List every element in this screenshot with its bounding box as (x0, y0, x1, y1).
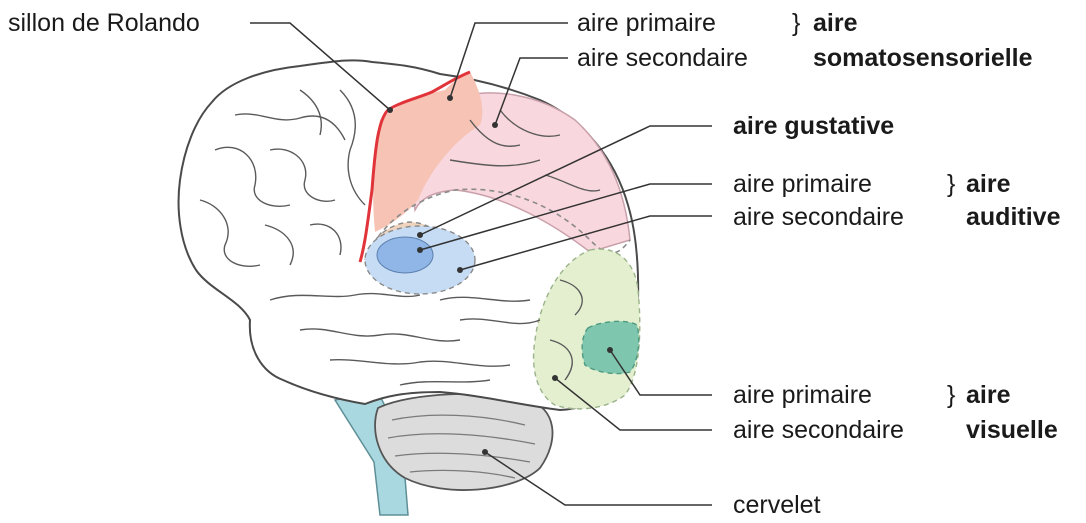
label-visual-primary: aire primaire (733, 380, 872, 410)
label-gustative: aire gustative (733, 111, 894, 141)
group-somato-line2: somatosensorielle (813, 43, 1033, 73)
label-somato-secondary: aire secondaire (577, 43, 748, 73)
label-rolando: sillon de Rolando (8, 8, 200, 38)
group-auditory-line2: auditive (966, 202, 1060, 232)
brace-somato: } (792, 8, 800, 38)
brace-visual: } (947, 380, 955, 410)
label-visual-secondary: aire secondaire (733, 415, 904, 445)
label-auditory-secondary: aire secondaire (733, 202, 904, 232)
group-somato-line1: aire (813, 8, 857, 38)
group-auditory-line1: aire (966, 169, 1010, 199)
label-somato-primary: aire primaire (577, 8, 716, 38)
label-cervelet: cervelet (733, 490, 821, 520)
auditory-primary-area (377, 237, 433, 273)
brace-auditory: } (947, 169, 955, 199)
label-auditory-primary: aire primaire (733, 169, 872, 199)
group-visual-line2: visuelle (966, 415, 1058, 445)
group-visual-line1: aire (966, 380, 1010, 410)
